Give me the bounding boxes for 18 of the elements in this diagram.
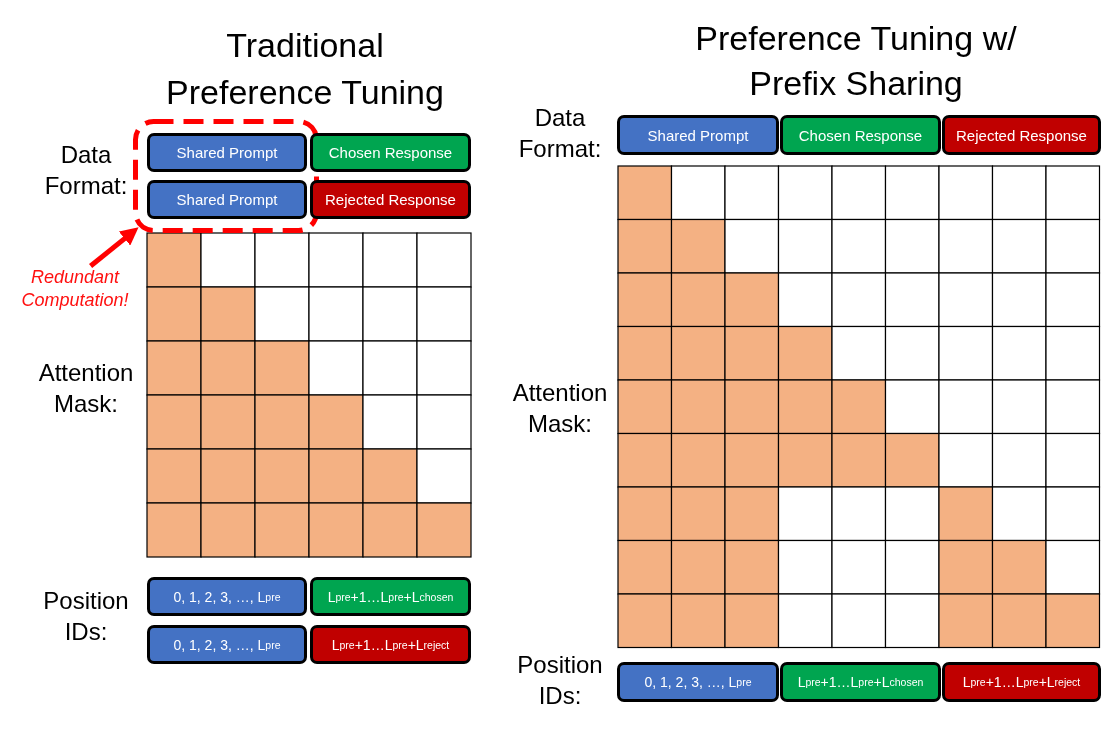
row-label: Position IDs: xyxy=(516,650,604,711)
row-label: Data Format: xyxy=(517,103,603,164)
chosen-response-segment: Chosen Response xyxy=(310,133,471,172)
dashed-highlight-outline xyxy=(133,119,319,233)
annotation-text: Redundant Computation! xyxy=(10,266,140,312)
rejected-response-segment: Rejected Response xyxy=(942,115,1101,155)
panel-title: Traditional Preference Tuning xyxy=(165,25,445,113)
row-label: Position IDs: xyxy=(42,586,130,647)
row-label: Attention Mask: xyxy=(37,358,135,419)
prompt-segment: Shared Prompt xyxy=(147,180,307,219)
rejected-response-segment: Rejected Response xyxy=(310,180,471,219)
prompt-segment: Shared Prompt xyxy=(617,115,779,155)
row-label: Attention Mask: xyxy=(511,378,609,439)
chosen-response-segment: Chosen Response xyxy=(780,115,941,155)
panel-title: Preference Tuning w/ Prefix Sharing xyxy=(694,18,1018,104)
arrow xyxy=(89,227,139,268)
row-label: Data Format: xyxy=(43,140,129,201)
prompt-segment: Shared Prompt xyxy=(147,133,307,172)
